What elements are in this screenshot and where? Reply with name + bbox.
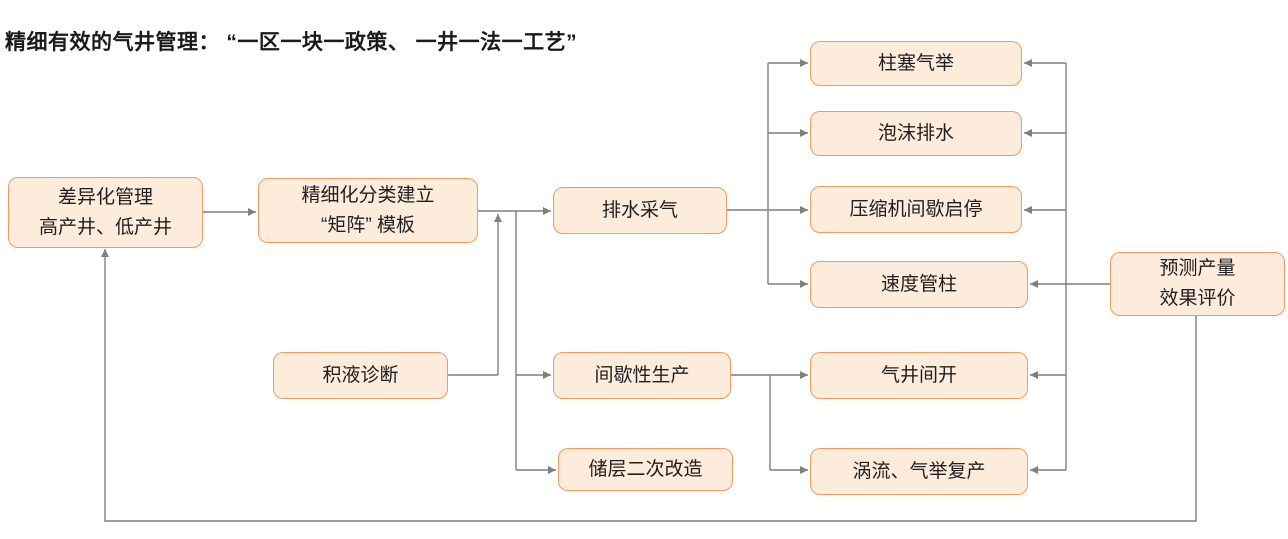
node-label: 差异化管理 bbox=[57, 186, 153, 208]
node-intermittent-production: 间歇性生产 bbox=[553, 352, 731, 399]
node-matrix-template: 精细化分类建立 “矩阵” 模板 bbox=[258, 178, 478, 243]
node-gas-well-intermittent-opening: 气井间开 bbox=[810, 352, 1028, 399]
node-label: 间歇性生产 bbox=[594, 364, 690, 386]
node-label: 压缩机间歇启停 bbox=[849, 198, 983, 220]
node-label: 泡沫排水 bbox=[877, 122, 954, 144]
node-vortex-gas-lift-restoration: 涡流、气举复产 bbox=[810, 448, 1028, 495]
node-label: 排水采气 bbox=[601, 199, 678, 221]
node-label: “矩阵” 模板 bbox=[321, 214, 415, 236]
node-compressor-intermittent-start-stop: 压缩机间歇启停 bbox=[810, 186, 1022, 233]
node-label: 涡流、气举复产 bbox=[852, 460, 986, 482]
node-label: 积液诊断 bbox=[322, 364, 399, 386]
node-differentiated-management: 差异化管理 高产井、低产井 bbox=[8, 177, 203, 248]
node-reservoir-secondary-stimulation: 储层二次改造 bbox=[558, 448, 733, 491]
node-label: 储层二次改造 bbox=[588, 458, 703, 480]
node-foam-drainage: 泡沫排水 bbox=[810, 111, 1022, 156]
arrow-feedback-loop bbox=[101, 249, 1197, 522]
node-label: 高产井、低产井 bbox=[38, 216, 172, 238]
node-label: 速度管柱 bbox=[880, 273, 957, 295]
node-label: 预测产量 bbox=[1159, 258, 1236, 279]
node-drainage-gas-recovery: 排水采气 bbox=[553, 187, 727, 234]
node-plunger-gas-lift: 柱塞气举 bbox=[810, 41, 1022, 86]
node-liquid-loading-diagnosis: 积液诊断 bbox=[273, 352, 448, 399]
node-label: 精细化分类建立 bbox=[301, 184, 435, 206]
node-velocity-string: 速度管柱 bbox=[810, 261, 1028, 308]
node-forecast-evaluation: 预测产量 效果评价 bbox=[1110, 252, 1285, 316]
diagram-title: 精细有效的气井管理： “一区一块一政策、 一井一法一工艺” bbox=[5, 31, 578, 54]
node-label: 柱塞气举 bbox=[877, 52, 954, 74]
node-label: 气井间开 bbox=[880, 364, 957, 386]
node-label: 效果评价 bbox=[1159, 288, 1236, 309]
